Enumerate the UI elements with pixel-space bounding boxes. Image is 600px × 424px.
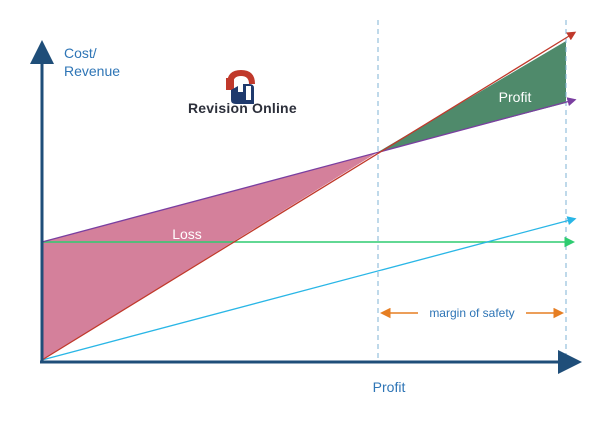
profit-label: Profit <box>499 89 532 105</box>
y-axis-label-line1: Cost/ <box>64 45 97 61</box>
y-axis-label-line2: Revenue <box>64 63 120 79</box>
margin-of-safety-label: margin of safety <box>429 306 514 320</box>
variable-cost-line <box>41 216 577 361</box>
loss-label: Loss <box>172 226 202 242</box>
revenue-line <box>41 31 577 361</box>
logo-text: Revision Online <box>188 100 297 116</box>
profit-region <box>378 41 566 152</box>
x-axis-label: Profit <box>373 379 406 395</box>
revision-online-logo-icon <box>226 70 255 104</box>
total-cost-line <box>41 97 577 243</box>
